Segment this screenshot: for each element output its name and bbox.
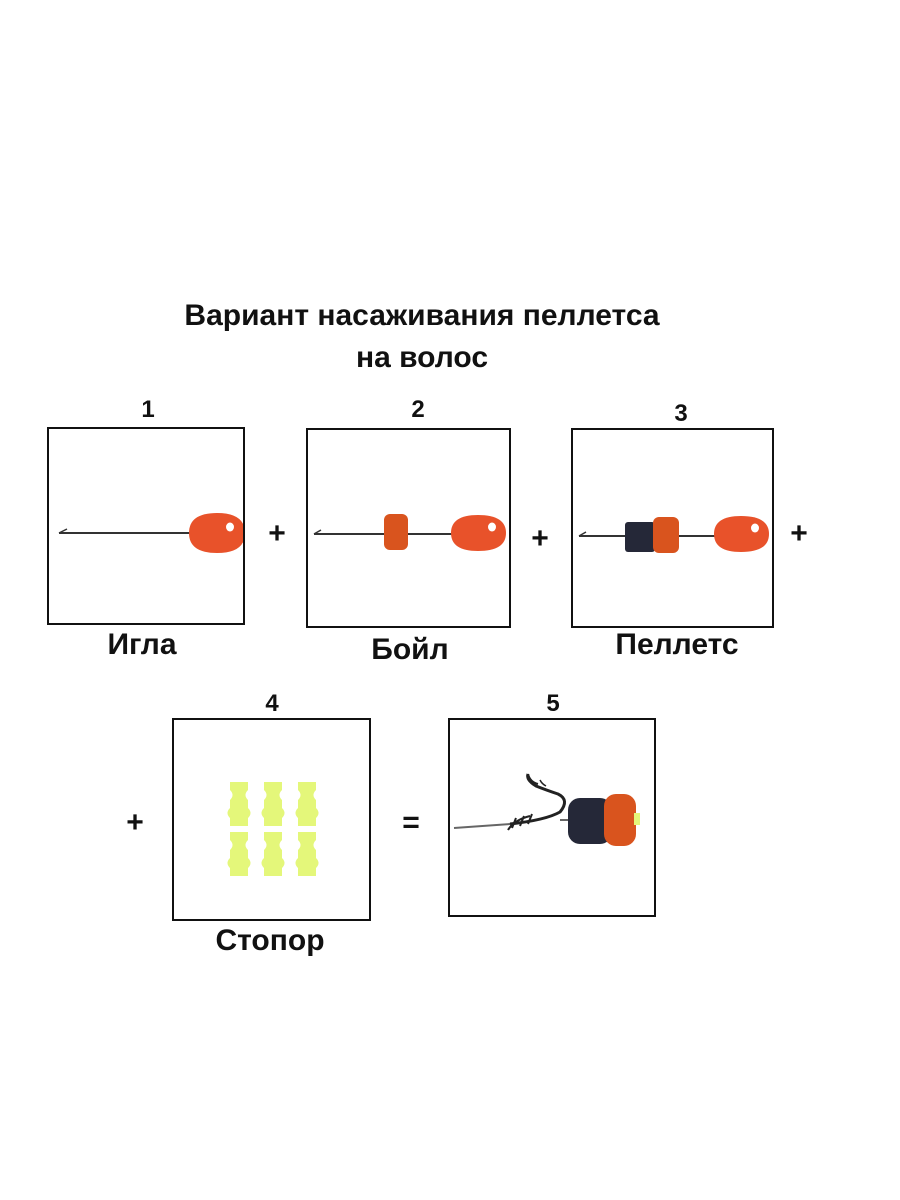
step-4-label: Стопор [215,924,325,957]
needle-boilie-illustration [313,514,506,551]
diagram-title-line2: на волос [355,341,489,374]
step-4-number: 4 [265,690,279,717]
step-3-label: Пеллетс [615,628,739,661]
step-5-box [448,718,656,917]
plus-sign-1: + [268,517,286,550]
step-2-label: Бойл [371,633,449,666]
stopper [634,813,640,825]
needle-handle [451,515,506,551]
hook [509,773,566,826]
boilie [604,794,636,846]
step-2-box [306,428,511,628]
step-3-number: 3 [674,400,688,427]
boilie [653,517,679,553]
plus-sign-3: + [790,517,808,550]
needle-handle [189,513,243,553]
pellet [625,522,655,552]
stoppers-illustration [227,782,319,876]
needle-illustration [58,513,243,553]
plus-sign-2: + [531,522,549,555]
needle-handle [714,516,769,552]
boilie [384,514,408,550]
hair-line [453,823,511,829]
step-2-number: 2 [411,396,425,423]
equals-sign: = [402,806,420,839]
step-1-number: 1 [141,396,155,423]
plus-sign-4: + [126,806,144,839]
step-5-number: 5 [546,690,560,717]
step-3-box [571,428,774,628]
needle-pellet-illustration [578,516,769,553]
step-1-box [47,427,245,625]
assembled-rig-illustration [453,773,640,846]
step-4-box [172,718,371,921]
diagram-title-line1: Вариант насаживания пеллетса [184,299,660,332]
step-1-label: Игла [107,628,177,661]
pellet [568,798,612,844]
stoppers [227,782,319,876]
